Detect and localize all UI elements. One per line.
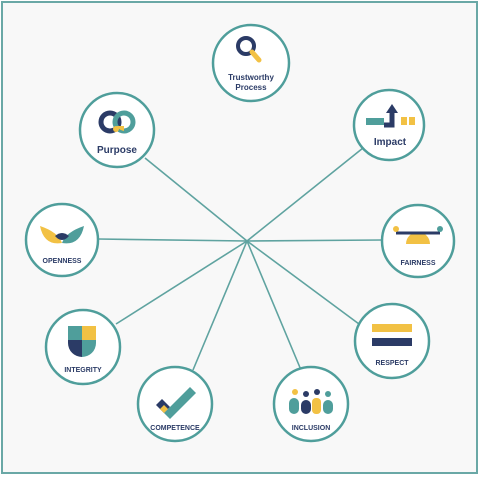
node-label-openness: OPENNESS (43, 258, 82, 265)
interlocking-rings-icon (98, 110, 136, 134)
node-respect: RESPECT (353, 302, 431, 380)
node-impact: Impact (352, 88, 426, 162)
balance-scale-icon (393, 226, 443, 244)
node-integrity: INTEGRITY (44, 308, 122, 386)
shield-icon (68, 326, 96, 357)
node-label-inclusion: INCLUSION (292, 425, 331, 432)
spoke-integrity (115, 240, 248, 325)
spoke-respect (246, 240, 360, 325)
equal-bars-icon (372, 324, 412, 346)
node-label-impact: Impact (374, 137, 407, 148)
spokes (97, 147, 383, 371)
node-label-fairness: FAIRNESS (400, 260, 435, 267)
node-label-competence: COMPETENCE (150, 425, 200, 432)
spoke-impact (246, 147, 364, 242)
node-label-trustworthy-process-line1: Trustworthy (228, 73, 274, 82)
people-group-icon (289, 389, 333, 414)
node-inclusion: INCLUSION (272, 365, 350, 443)
node-label-purpose: Purpose (97, 145, 137, 156)
checkmark-icon (156, 387, 196, 419)
node-label-integrity: INTEGRITY (64, 367, 102, 374)
node-label-respect: RESPECT (375, 360, 409, 367)
node-openness: OPENNESS (24, 202, 100, 278)
node-trustworthy-process: Trustworthy Process (211, 23, 291, 103)
node-fairness: FAIRNESS (380, 203, 456, 279)
node-competence: COMPETENCE (136, 365, 214, 443)
spoke-purpose (144, 157, 248, 242)
spoke-competence (192, 240, 248, 371)
spoke-fairness (246, 239, 383, 242)
arrow-up-impact-icon (366, 104, 415, 128)
node-purpose: Purpose (78, 91, 156, 169)
spoke-openness (97, 238, 248, 242)
node-label-trustworthy-process-line2: Process (235, 83, 267, 92)
spoke-inclusion (246, 240, 302, 371)
magnifier-icon (236, 36, 262, 63)
open-leaves-icon (40, 226, 84, 244)
